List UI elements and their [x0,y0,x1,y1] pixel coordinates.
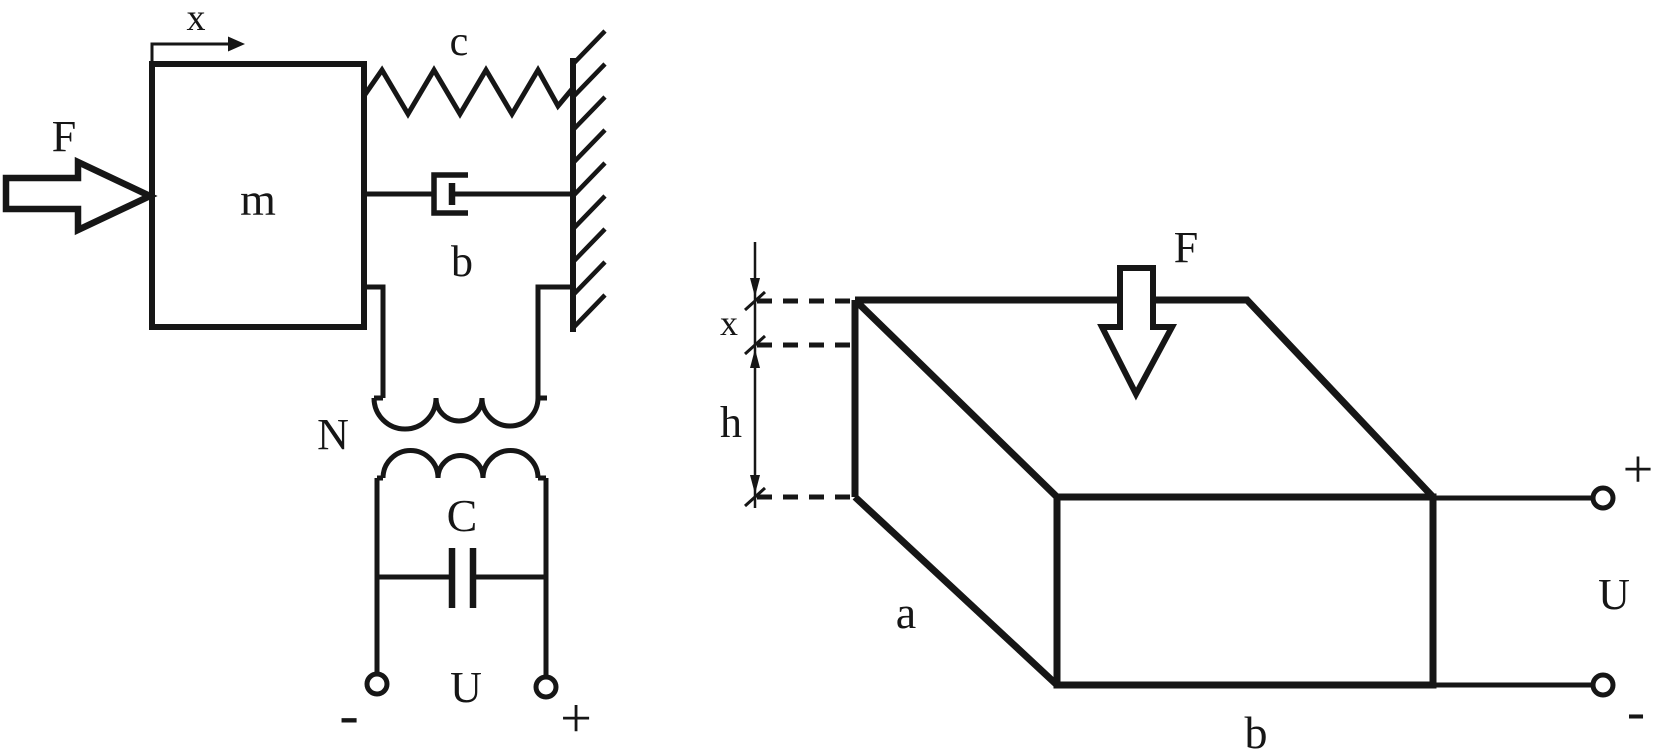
terminal-minus-label-right: - [1627,681,1645,741]
terminal-plus-label-right: + [1623,439,1653,499]
force-arrow-icon [2,156,158,236]
upper-coil-symbol [371,395,547,432]
right-diagram: F x h a b U + - [720,223,1653,754]
capacitor-label: C [447,490,478,541]
deflection-label: x [720,303,738,343]
side-b-label: b [1245,707,1268,754]
capacitor-symbol [377,548,546,608]
dim-tick-1 [743,290,767,312]
dim-tick-3 [743,486,767,508]
dim-arrowhead-down2-icon [750,475,760,494]
block-top-edge [855,296,1436,500]
dimension-dashed-lines [757,298,858,500]
terminal-minus-circle-right [1590,672,1616,698]
voltage-label-right: U [1598,570,1630,619]
force-label-right: F [1174,223,1198,272]
block-top-left-diagonal [852,297,1060,500]
force-label: F [52,112,76,161]
mass-label: m [240,174,276,225]
dim-arrowhead-down-icon [750,278,760,297]
dimension-line [743,242,858,508]
terminal-minus-circle [364,671,390,697]
damper-label: b [451,237,473,286]
force-arrow-down-icon [1097,265,1178,401]
terminal-plus-label: + [560,688,592,750]
displacement-label: x [187,0,206,39]
spring-label: c [450,19,469,65]
mass-to-coil-link [364,284,386,398]
dim-arrowhead-up-icon [750,349,760,368]
displacement-arrow-line [150,42,228,66]
wall-to-coil-link [535,284,573,398]
voltage-label: U [450,663,482,712]
block-bottom-left-diagonal [852,494,1060,688]
crystal-block [851,296,1437,689]
height-label: h [720,398,742,447]
lower-coil-symbol [377,448,546,481]
side-a-label: a [896,587,916,638]
block-front-face [1053,493,1437,689]
damper-symbol [364,172,573,216]
dim-tick-2 [743,334,767,356]
wall-hatching [571,29,607,330]
left-diagram: x F m c b N C U - + [2,0,607,750]
terminal-plus-circle [533,674,559,700]
terminal-minus-label: - [339,682,358,747]
displacement-arrowhead-icon [228,36,245,52]
spring-symbol [361,64,575,119]
winding-label: N [317,410,349,459]
terminal-plus-circle-right [1590,485,1616,511]
